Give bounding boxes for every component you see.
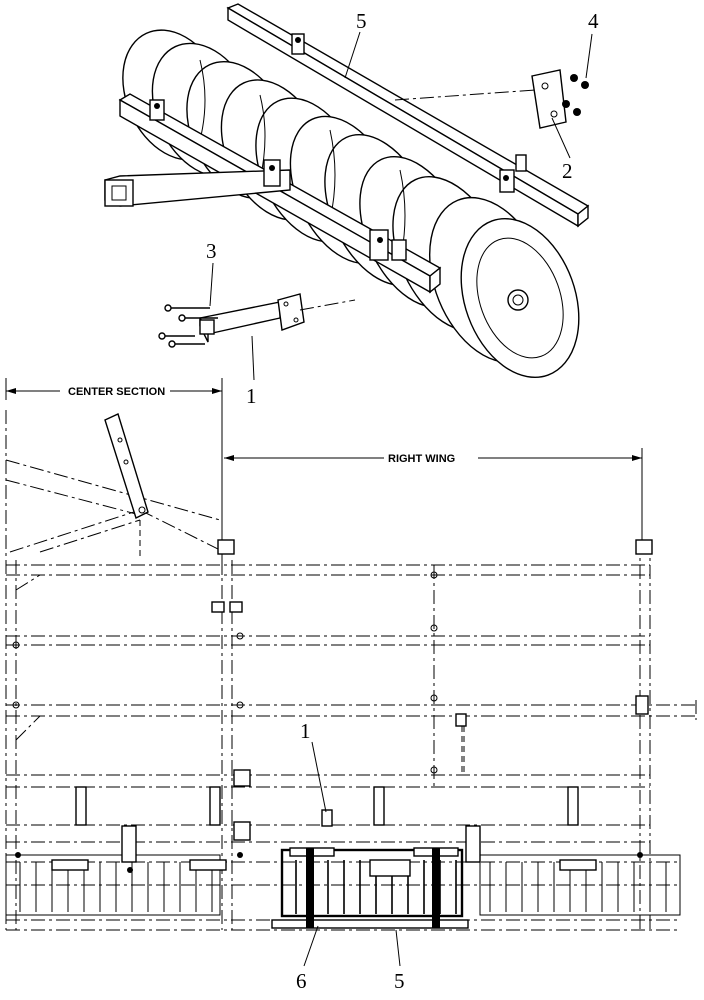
callout-6: 6 [296, 969, 307, 993]
callout-4: 4 [588, 9, 599, 33]
right-wing-dimension [224, 448, 643, 540]
callout-1-bottom: 1 [300, 719, 311, 743]
mounting-plate-and-nuts [531, 69, 589, 129]
center-section-dimension [5, 378, 223, 575]
rolling-basket-plan-view [271, 847, 469, 929]
roller-assembly-iso-view [104, 3, 593, 381]
callout-3: 3 [206, 239, 217, 263]
callout-1-top: 1 [246, 384, 257, 408]
frame-brackets [149, 33, 527, 261]
plan-view-frame [5, 410, 697, 931]
mounting-bracket-and-bolts [158, 293, 305, 348]
callout-5-top: 5 [356, 9, 367, 33]
right-wing-label: RIGHT WING [388, 453, 455, 465]
center-section-label: CENTER SECTION [68, 386, 165, 398]
tine-harrow-rows [5, 825, 681, 916]
callout-5-bottom: 5 [394, 969, 405, 993]
callout-2: 2 [562, 159, 573, 183]
